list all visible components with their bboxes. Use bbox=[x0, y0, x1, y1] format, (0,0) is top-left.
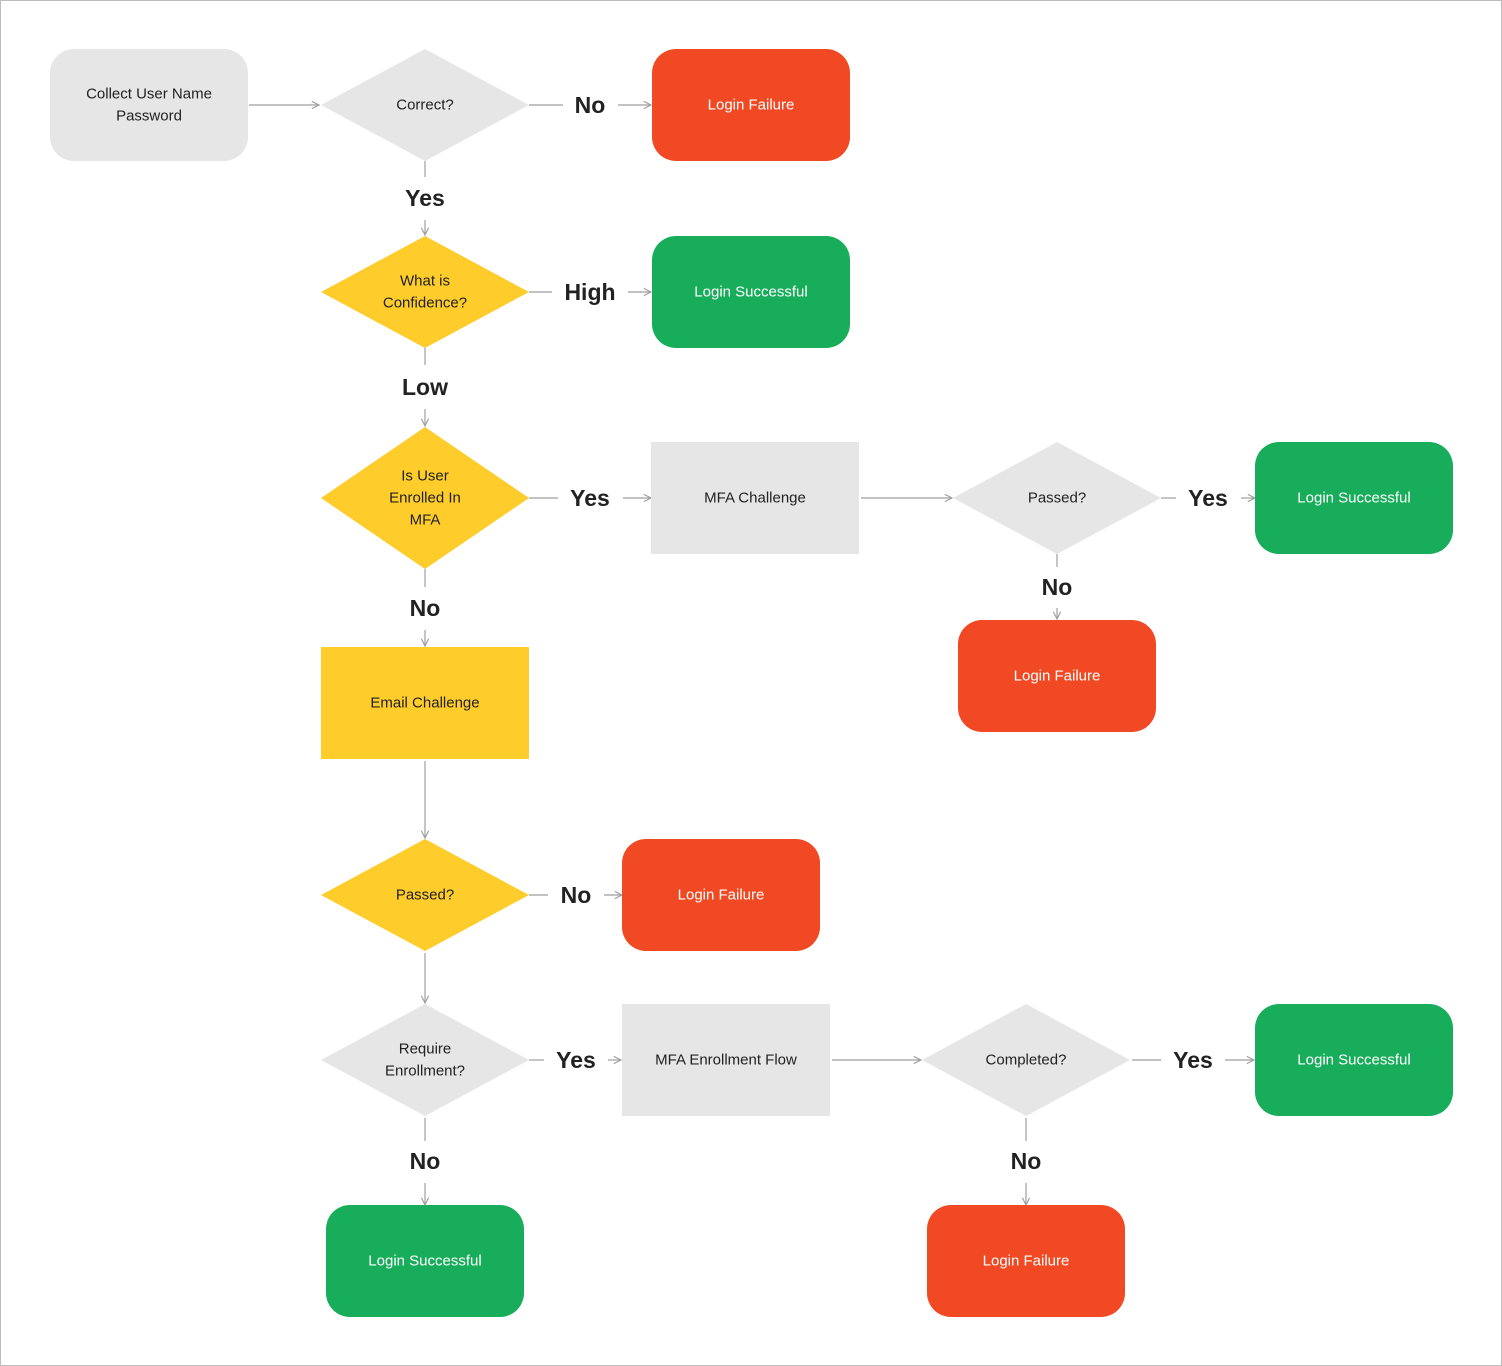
collect-box bbox=[50, 49, 248, 161]
edge-label: No bbox=[1042, 574, 1073, 600]
confidence-diamond bbox=[321, 236, 529, 348]
edge-label: Low bbox=[402, 374, 448, 400]
node-mfa-enroll-flow: MFA Enrollment Flow bbox=[622, 1004, 830, 1116]
enrolled-diamond bbox=[321, 427, 529, 569]
edge-label: No bbox=[561, 882, 592, 908]
success-1-box bbox=[652, 236, 850, 348]
node-label: Passed? bbox=[1028, 490, 1086, 507]
node-label: Enrollment? bbox=[385, 1063, 465, 1080]
edge-label: Yes bbox=[1173, 1047, 1213, 1073]
edge-label: Yes bbox=[405, 185, 445, 211]
success-3-box bbox=[1255, 1004, 1453, 1116]
completed-diamond bbox=[922, 1004, 1130, 1116]
node-label: What is bbox=[400, 273, 450, 290]
node-label: Password bbox=[116, 108, 182, 125]
node-label: Login Successful bbox=[368, 1253, 481, 1270]
node-mfa-challenge: MFA Challenge bbox=[651, 442, 859, 554]
edge-label: Yes bbox=[570, 485, 610, 511]
edge-label: No bbox=[410, 1148, 441, 1174]
node-success-1: Login Successful bbox=[652, 236, 850, 348]
node-label: Is User bbox=[401, 468, 449, 485]
node-fail-2: Login Failure bbox=[958, 620, 1156, 732]
node-label: Collect User Name bbox=[86, 86, 212, 103]
success-2-box bbox=[1255, 442, 1453, 554]
fail-1-box bbox=[652, 49, 850, 161]
email-challenge-box bbox=[321, 647, 529, 759]
node-fail-3: Login Failure bbox=[622, 839, 820, 951]
edge-label: Yes bbox=[1188, 485, 1228, 511]
node-confidence: What is Confidence? bbox=[321, 236, 529, 348]
mfa-challenge-box bbox=[651, 442, 859, 554]
node-label: Completed? bbox=[986, 1052, 1067, 1069]
node-fail-1: Login Failure bbox=[652, 49, 850, 161]
node-label: Login Successful bbox=[1297, 1052, 1410, 1069]
node-label: Login Successful bbox=[1297, 490, 1410, 507]
edge-label: No bbox=[575, 92, 606, 118]
edge-label: No bbox=[410, 595, 441, 621]
node-label: MFA bbox=[410, 512, 441, 529]
fail-3-box bbox=[622, 839, 820, 951]
passed-mfa-diamond bbox=[953, 442, 1161, 554]
mfa-enroll-flow-box bbox=[622, 1004, 830, 1116]
node-passed-email: Passed? bbox=[321, 839, 529, 951]
edge-label: High bbox=[564, 279, 615, 305]
node-label: Correct? bbox=[396, 97, 454, 114]
node-label: Enrolled In bbox=[389, 490, 461, 507]
edge-label: No bbox=[1011, 1148, 1042, 1174]
node-label: MFA Enrollment Flow bbox=[655, 1052, 797, 1069]
edge-label: Yes bbox=[556, 1047, 596, 1073]
node-label: Passed? bbox=[396, 887, 454, 904]
node-label: Email Challenge bbox=[370, 695, 479, 712]
fail-2-box bbox=[958, 620, 1156, 732]
node-label: Confidence? bbox=[383, 295, 467, 312]
node-passed-mfa: Passed? bbox=[953, 442, 1161, 554]
node-correct: Correct? bbox=[321, 49, 529, 161]
require-enroll-diamond bbox=[321, 1004, 529, 1116]
fail-4-box bbox=[927, 1205, 1125, 1317]
node-fail-4: Login Failure bbox=[927, 1205, 1125, 1317]
passed-email-diamond bbox=[321, 839, 529, 951]
node-label: Login Failure bbox=[1014, 668, 1101, 685]
correct-diamond bbox=[321, 49, 529, 161]
node-label: Login Successful bbox=[694, 284, 807, 301]
node-label: Login Failure bbox=[708, 97, 795, 114]
node-label: MFA Challenge bbox=[704, 490, 806, 507]
success-4-box bbox=[326, 1205, 524, 1317]
node-label: Login Failure bbox=[678, 887, 765, 904]
node-label: Require bbox=[399, 1041, 452, 1058]
node-completed: Completed? bbox=[922, 1004, 1130, 1116]
node-label: Login Failure bbox=[983, 1253, 1070, 1270]
node-success-4: Login Successful bbox=[326, 1205, 524, 1317]
node-success-3: Login Successful bbox=[1255, 1004, 1453, 1116]
node-email-challenge: Email Challenge bbox=[321, 647, 529, 759]
node-success-2: Login Successful bbox=[1255, 442, 1453, 554]
